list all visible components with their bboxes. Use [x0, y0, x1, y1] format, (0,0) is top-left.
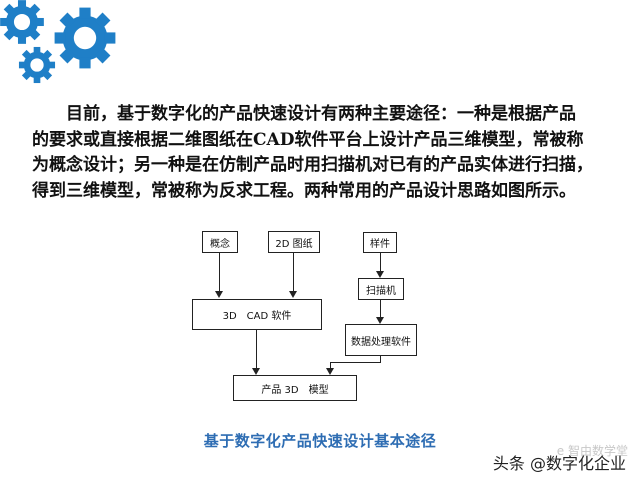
- data-software-label: 数据处理软件: [351, 336, 411, 348]
- connector-2d-cad: [293, 253, 294, 291]
- connector-data-model-down: [330, 362, 331, 368]
- paragraph-line-2: 的要求或直接根据二维图纸在CAD软件平台上设计产品三维模型，常被称: [32, 129, 584, 150]
- sample-label: 样件: [370, 239, 390, 250]
- arrowhead-2d-cad: [289, 291, 297, 298]
- connector-concept-cad: [219, 253, 220, 291]
- scanner-box: 扫描机: [358, 278, 404, 300]
- concept-box: 概念: [202, 231, 238, 253]
- connector-data-model-horizontal: [330, 362, 381, 363]
- figure-caption: 基于数字化产品快速设计基本途径: [203, 432, 437, 450]
- paragraph-line-3: 为概念设计；另一种是在仿制产品时用扫描机对已有的产品实体进行扫描，: [32, 155, 593, 175]
- connector-data-model: [380, 356, 381, 362]
- arrowhead-cad-model: [252, 368, 260, 375]
- connector-scanner-data: [380, 300, 381, 317]
- paragraph-line-1: 目前，基于数字化的产品快速设计有两种主要途径：一种是根据产品: [66, 104, 576, 124]
- product-model-label: 产品 3D 模型: [261, 384, 329, 396]
- cad-software-box: 3D CAD 软件: [192, 299, 322, 330]
- arrowhead-concept-cad: [215, 291, 223, 298]
- watermark: 头条 @数字化企业: [492, 454, 626, 473]
- gears-decoration-icon: [0, 0, 116, 84]
- product-model-box: 产品 3D 模型: [233, 375, 357, 401]
- arrowhead-data-model: [326, 368, 334, 375]
- arrowhead-sample-scanner: [376, 271, 384, 278]
- connector-sample-scanner: [380, 253, 381, 271]
- cad-software-label: 3D CAD 软件: [222, 311, 292, 322]
- drawing-2d-label: 2D 图纸: [275, 238, 313, 250]
- intro-paragraph: 目前，基于数字化的产品快速设计有两种主要途径：一种是根据产品 的要求或直接根据二…: [32, 102, 622, 204]
- connector-cad-model: [256, 330, 257, 368]
- data-software-box: 数据处理软件: [345, 324, 417, 356]
- sample-box: 样件: [363, 232, 397, 253]
- concept-label: 概念: [210, 238, 230, 250]
- arrowhead-scanner-data: [376, 317, 384, 324]
- drawing-2d-box: 2D 图纸: [268, 231, 320, 253]
- faint-watermark: e 智由数学堂: [556, 444, 628, 458]
- scanner-label: 扫描机: [366, 285, 396, 297]
- paragraph-line-4: 得到三维模型，常被称为反求工程。两种常用的产品设计思路如图所示。: [32, 180, 576, 201]
